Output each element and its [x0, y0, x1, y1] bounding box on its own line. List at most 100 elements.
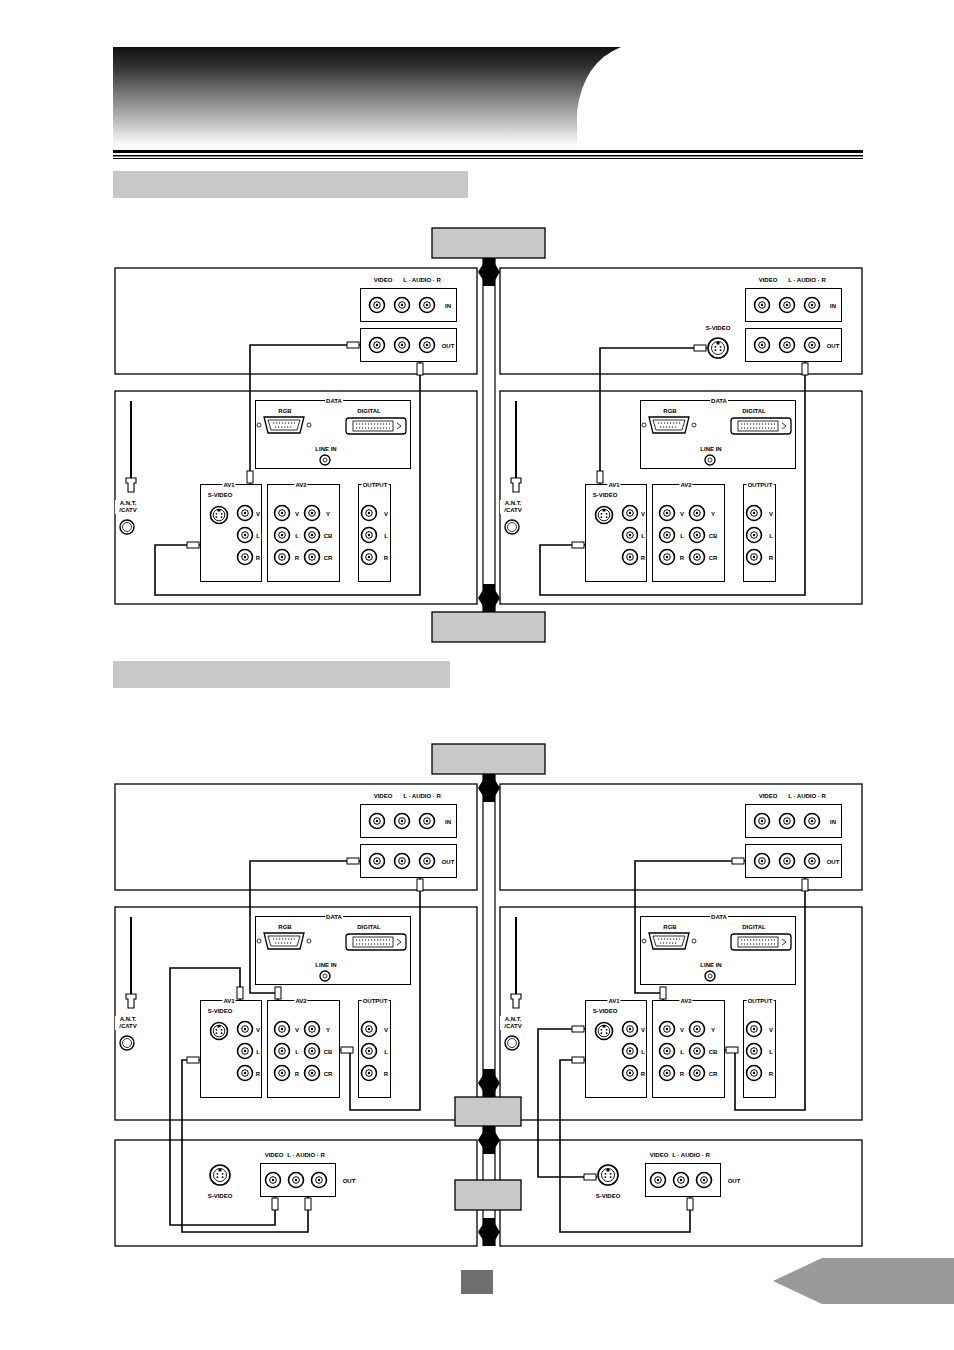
output-jack-panel: VIDEOL · AUDIO · ROUT — [260, 1163, 336, 1197]
cable — [250, 858, 360, 1000]
jack-label: CB — [323, 1049, 334, 1056]
jack-label: VIDEO — [758, 277, 779, 284]
input-jack-panel: VIDEOL · AUDIO · RIN — [745, 288, 842, 322]
av2-panel: AV2VLRYCBCR — [652, 484, 725, 582]
jack-label: Y — [325, 511, 331, 518]
jack-label: VIDEO — [373, 277, 394, 284]
jack-label: AV1 — [222, 998, 235, 1005]
jack-label: DIGITAL — [356, 408, 382, 415]
jack-label: S-VIDEO — [207, 1193, 234, 1200]
jack-label: L — [768, 1049, 774, 1056]
output-panel: OUTPUT V L R — [743, 1000, 776, 1098]
jack-label: R — [294, 555, 300, 562]
jack-label: CR — [323, 1071, 334, 1078]
jack-label: V — [640, 1027, 646, 1034]
antenna-label: A.N.T. /CATV — [115, 500, 141, 514]
output-panel: OUTPUT V L R — [358, 484, 391, 582]
jack-label: DATA — [710, 914, 728, 921]
jack-label: V — [679, 1027, 685, 1034]
jack-label: R — [640, 1071, 646, 1078]
jack-label: V — [383, 511, 389, 518]
jack-label: OUTPUT — [362, 482, 389, 489]
jack-label: V — [294, 511, 300, 518]
jack-label: OUT — [727, 1178, 742, 1185]
jack-label: L · AUDIO · R — [787, 277, 827, 284]
jack-label: DIGITAL — [741, 924, 767, 931]
s-video-jack: S-VIDEO — [209, 1164, 231, 1186]
jack-label: Y — [325, 1027, 331, 1034]
jack-label: R — [768, 555, 774, 562]
jack-label: S-VIDEO — [592, 492, 619, 499]
jack-label: V — [383, 1027, 389, 1034]
cable — [340, 878, 423, 1110]
jack-label: DATA — [325, 398, 343, 405]
cable — [560, 1057, 693, 1232]
jack-label: L · AUDIO · R — [787, 793, 827, 800]
cable — [170, 968, 278, 1225]
cable — [538, 1026, 597, 1180]
jack-label: RGB — [662, 408, 677, 415]
jack-label: RGB — [277, 408, 292, 415]
jack-label: IN — [829, 819, 837, 826]
jack-label: S-VIDEO — [705, 325, 732, 332]
jack-label: LINE IN — [314, 446, 337, 453]
jack-label: DATA — [325, 914, 343, 921]
jack-label: OUT — [441, 343, 456, 350]
jack-label: IN — [444, 819, 452, 826]
jack-label: R — [768, 1071, 774, 1078]
jack-label: LINE IN — [314, 962, 337, 969]
jack-label: IN — [829, 303, 837, 310]
av1-panel: AV1S-VIDEOVLR — [585, 484, 647, 582]
jack-label: L — [640, 533, 646, 540]
jack-label: R — [383, 555, 389, 562]
s-video-socket — [597, 1164, 619, 1186]
jack-label: CB — [708, 533, 719, 540]
jack-label: L · AUDIO · R — [671, 1152, 711, 1159]
input-jack-panel: VIDEOL · AUDIO · RIN — [360, 288, 457, 322]
jack-label: L — [255, 1049, 261, 1056]
output-jack-panel: VIDEOL · AUDIO · ROUT — [645, 1163, 721, 1197]
data-panel: DATA RGB DIGITAL LINE IN — [255, 400, 411, 469]
jack-label: V — [768, 1027, 774, 1034]
av2-panel: AV2VLRYCBCR — [652, 1000, 725, 1098]
jack-label: VIDEO — [264, 1152, 285, 1159]
s-video-jack: S-VIDEO — [597, 1164, 619, 1186]
jack-label: CR — [708, 1071, 719, 1078]
jack-label: AV2 — [294, 998, 307, 1005]
cable — [635, 858, 745, 1000]
output-jack-panel: OUT — [745, 328, 842, 362]
jack-label: Y — [710, 511, 716, 518]
jack-label: OUT — [826, 859, 841, 866]
s-video-jack: S-VIDEO — [707, 337, 729, 359]
jack-label: S-VIDEO — [207, 1008, 234, 1015]
jack-label: AV2 — [679, 482, 692, 489]
av1-panel: AV1S-VIDEOVLR — [200, 484, 262, 582]
jack-label: V — [679, 511, 685, 518]
jack-label: R — [255, 555, 261, 562]
jack-label: L · AUDIO · R — [286, 1152, 326, 1159]
jack-label: L · AUDIO · R — [402, 277, 442, 284]
av2-panel: AV2VLRYCBCR — [267, 1000, 340, 1098]
jack-label: IN — [444, 303, 452, 310]
jack-label: LINE IN — [699, 962, 722, 969]
jack-label: OUT — [342, 1178, 357, 1185]
av1-panel: AV1S-VIDEOVLR — [200, 1000, 262, 1098]
data-panel: DATARGBDIGITALLINE IN — [640, 916, 796, 985]
jack-label: CR — [708, 555, 719, 562]
jack-label: R — [679, 555, 685, 562]
jack-label: CB — [708, 1049, 719, 1056]
jack-label: VIDEO — [758, 793, 779, 800]
jack-label: R — [640, 555, 646, 562]
jack-label: OUTPUT — [747, 998, 774, 1005]
jack-label: OUT — [441, 859, 456, 866]
output-jack-panel: OUT — [360, 844, 457, 878]
output-panel: OUTPUTVLR — [358, 1000, 391, 1098]
jack-label: R — [679, 1071, 685, 1078]
jack-label: L — [383, 533, 389, 540]
jack-label: VIDEO — [649, 1152, 670, 1159]
input-jack-panel: VIDEOL · AUDIO · RIN — [360, 804, 457, 838]
output-panel: OUTPUTVLR — [743, 484, 776, 582]
